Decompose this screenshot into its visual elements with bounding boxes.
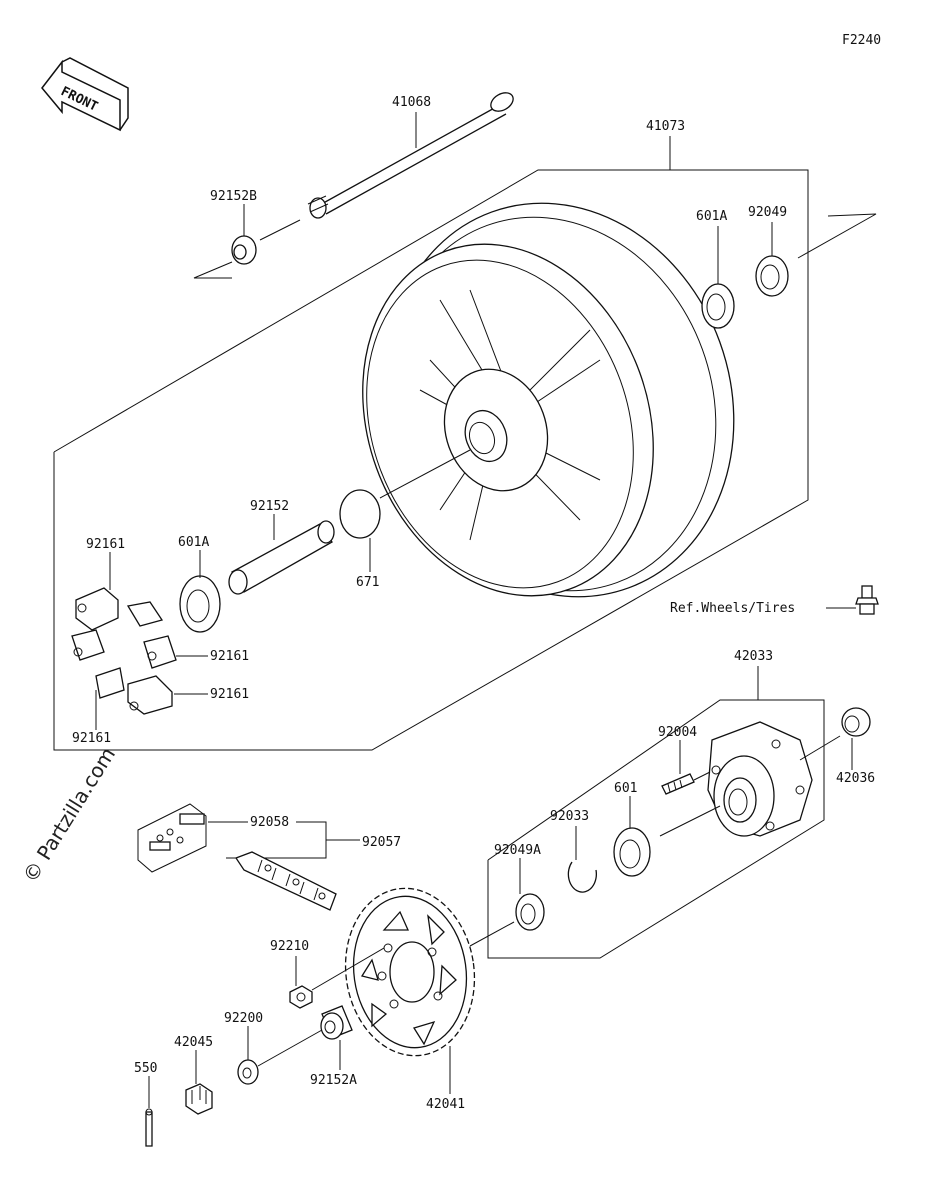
seal-icon [755, 255, 789, 297]
valve-icon [855, 585, 879, 615]
label-41068: 41068 [392, 95, 431, 110]
nut-icon [289, 985, 313, 1009]
seal-arrow-line [797, 213, 877, 259]
ref-note: Ref.Wheels/Tires [670, 601, 795, 616]
label-92152: 92152 [250, 499, 289, 514]
castle-nut-icon [185, 1083, 213, 1115]
cotter-pin-icon [145, 1108, 153, 1147]
bearing-icon [179, 575, 221, 633]
label-92049: 92049 [748, 205, 787, 220]
axle-line [259, 219, 301, 241]
collar-icon [320, 1005, 353, 1040]
seal-axis [469, 921, 515, 947]
figure-code: F2240 [842, 33, 881, 48]
collar-icon [231, 235, 257, 265]
collar-icon [841, 707, 871, 737]
label-601A-top: 601A [696, 209, 727, 224]
axle-arrow-line [193, 261, 233, 279]
label-92152B: 92152B [210, 189, 257, 204]
label-92057: 92057 [362, 835, 401, 850]
label-92161-a: 92161 [86, 537, 125, 552]
label-42036: 42036 [836, 771, 875, 786]
label-42045: 42045 [174, 1035, 213, 1050]
chain-link-icon [137, 803, 207, 873]
chain-icon [235, 851, 337, 911]
bearing-icon [613, 827, 651, 877]
label-92058: 92058 [250, 815, 289, 830]
label-92161-b: 92161 [210, 649, 249, 664]
spacer-icon [228, 520, 335, 595]
bearing-icon [701, 283, 735, 329]
label-92200: 92200 [224, 1011, 263, 1026]
washer-axis [257, 1029, 323, 1067]
label-601: 601 [614, 781, 637, 796]
watermark: © Partzilla.com [18, 743, 120, 887]
front-arrow-icon: FRONT [41, 57, 129, 132]
seal-icon [515, 893, 545, 931]
label-601A-left: 601A [178, 535, 209, 550]
label-92004: 92004 [658, 725, 697, 740]
stud-icon [661, 773, 695, 795]
stud-axis [693, 771, 711, 781]
wheel-leader [379, 449, 471, 499]
label-92033: 92033 [550, 809, 589, 824]
label-92049A: 92049A [494, 843, 541, 858]
hub-icon [707, 721, 813, 837]
label-550: 550 [134, 1061, 157, 1076]
hub-assembly-outline [487, 699, 825, 959]
nut-axis [311, 947, 385, 991]
damper-icon [71, 587, 177, 715]
label-92152A: 92152A [310, 1073, 357, 1088]
wheel-icon [362, 202, 735, 598]
axle-icon [307, 92, 514, 219]
label-92210: 92210 [270, 939, 309, 954]
label-41073: 41073 [646, 119, 685, 134]
sprocket-icon [344, 887, 476, 1057]
label-42033: 42033 [734, 649, 773, 664]
bearing-axis [659, 805, 721, 837]
circlip-icon [567, 861, 598, 893]
o-ring-icon [339, 489, 381, 539]
label-671: 671 [356, 575, 379, 590]
label-92161-c: 92161 [210, 687, 249, 702]
collar-axis [799, 735, 841, 761]
washer-icon [237, 1059, 259, 1085]
label-42041: 42041 [426, 1097, 465, 1112]
wheel-assembly-outline [53, 169, 809, 751]
label-92161-d: 92161 [72, 731, 111, 746]
